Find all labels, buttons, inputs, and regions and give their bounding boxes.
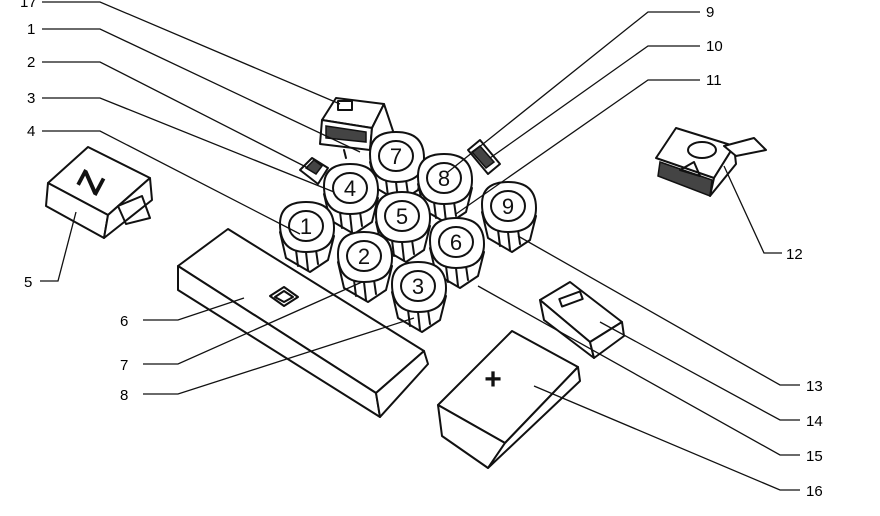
keypad-key: 2 xyxy=(337,231,393,303)
callout-10: 10 xyxy=(706,38,723,55)
numeric-keypad: 7 8 4 5 9 1 2 6 3 xyxy=(279,131,537,333)
callout-12: 12 xyxy=(786,246,803,263)
minus-key xyxy=(539,281,625,359)
callout-4: 4 xyxy=(27,123,35,140)
keypad-key-label: 2 xyxy=(358,244,370,269)
keypad-key-label: 5 xyxy=(396,204,408,229)
z-key-cap: Z xyxy=(45,146,153,239)
keypad-key: 8 xyxy=(417,153,473,225)
keypad-key: 4 xyxy=(323,163,379,235)
callout-16: 16 xyxy=(806,483,823,500)
callout-2: 2 xyxy=(27,54,35,71)
callout-3: 3 xyxy=(27,90,35,107)
callout-labels: 17 1 2 3 4 5 6 7 8 9 10 11 12 13 14 15 1… xyxy=(20,0,823,500)
callout-6: 6 xyxy=(120,313,128,330)
callout-7: 7 xyxy=(120,357,128,374)
keypad-key-label: 7 xyxy=(390,144,402,169)
callout-5: 5 xyxy=(24,274,32,291)
clip-part xyxy=(299,157,329,185)
keypad-key: 3 xyxy=(391,261,447,333)
keypad-key-label: 4 xyxy=(344,176,356,201)
keypad-key-label: 1 xyxy=(300,214,312,239)
keypad-key: 1 xyxy=(279,201,335,273)
keypad-key-label: 8 xyxy=(438,166,450,191)
keypad-key-label: 3 xyxy=(412,274,424,299)
keypad-key-label: 6 xyxy=(450,230,462,255)
callout-17: 17 xyxy=(20,0,37,11)
callout-15: 15 xyxy=(806,448,823,465)
keypad-key-label: 9 xyxy=(502,194,514,219)
callout-8: 8 xyxy=(120,387,128,404)
spring-clip-part xyxy=(467,139,501,175)
callout-11: 11 xyxy=(706,72,722,89)
callout-1: 1 xyxy=(27,21,35,38)
callout-9: 9 xyxy=(706,4,714,21)
leader-lines xyxy=(40,1,800,491)
plus-key-symbol: + xyxy=(484,363,502,396)
keypad-key: 9 xyxy=(481,181,537,253)
switch-module-part xyxy=(655,127,767,198)
callout-13: 13 xyxy=(806,378,823,395)
plus-key: + xyxy=(437,330,581,469)
callout-14: 14 xyxy=(806,413,823,430)
